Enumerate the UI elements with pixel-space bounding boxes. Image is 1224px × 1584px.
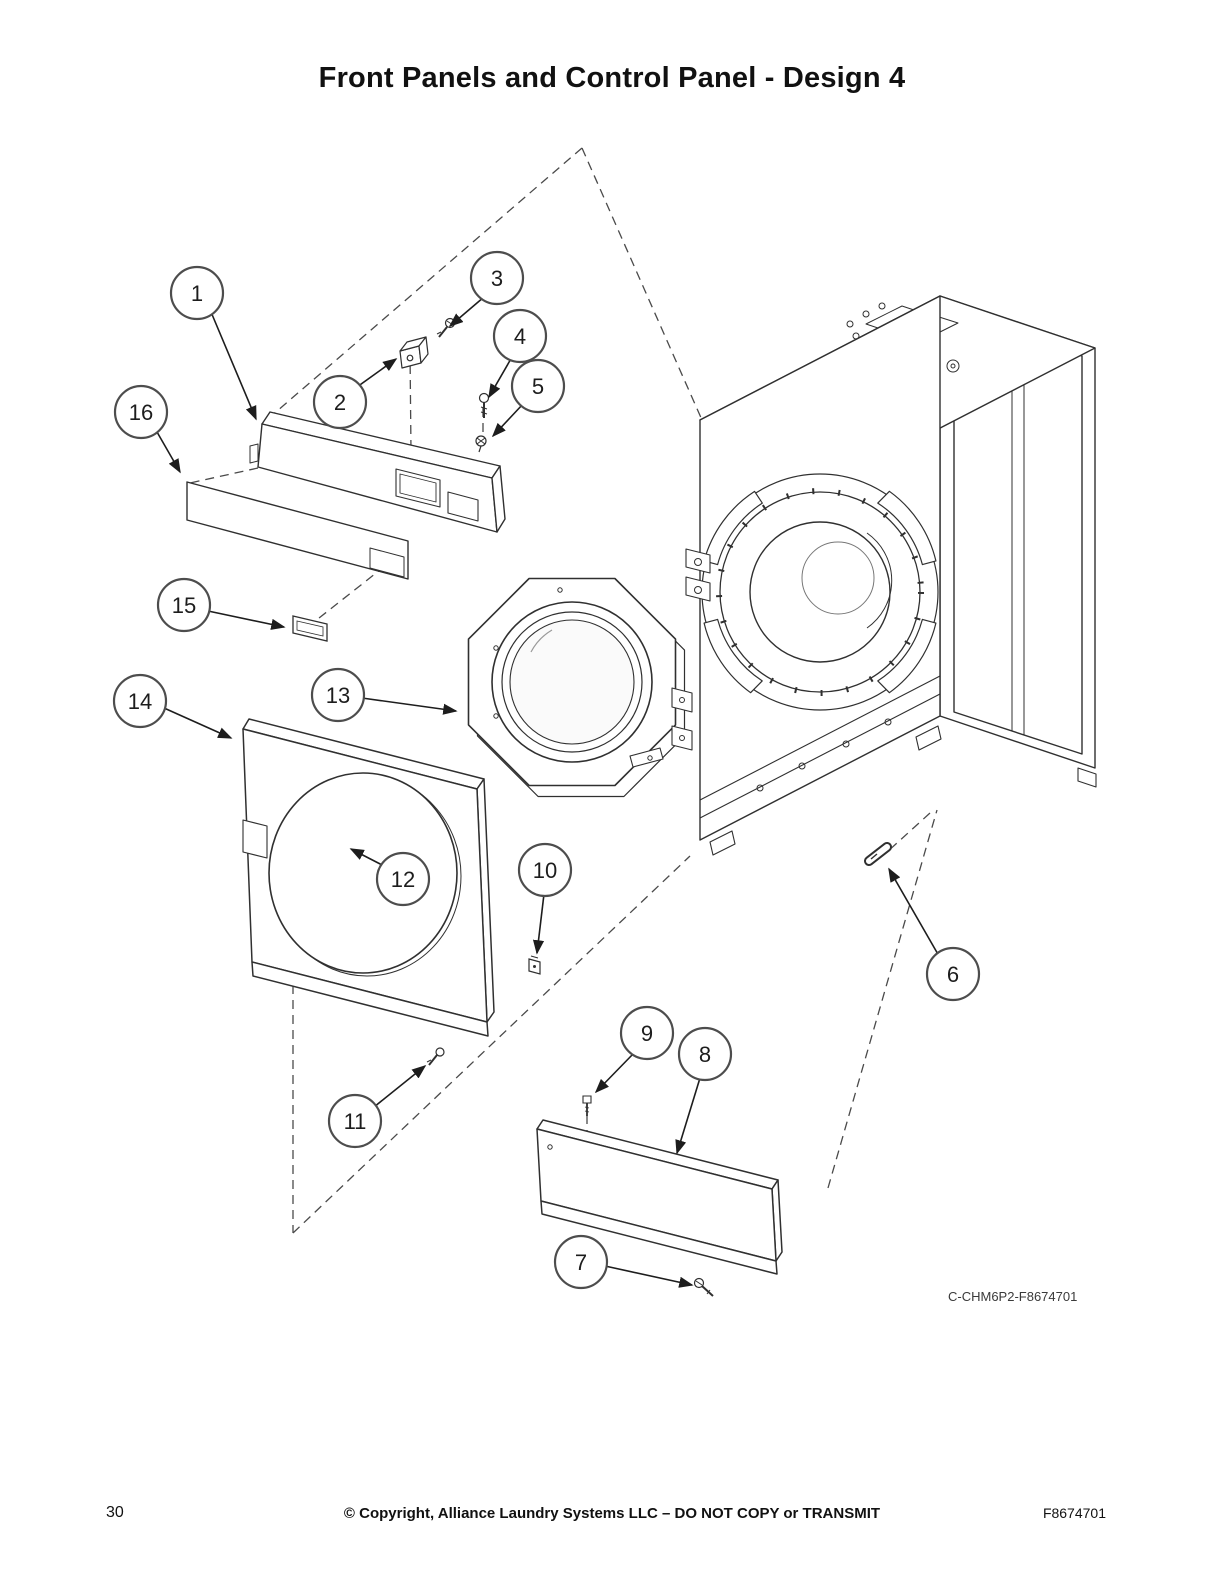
svg-text:10: 10: [533, 858, 557, 883]
callout-5: 5: [510, 358, 566, 414]
svg-text:9: 9: [641, 1021, 653, 1046]
screw-7: [693, 1277, 714, 1297]
diagram-code: C-CHM6P2-F8674701: [948, 1289, 1077, 1304]
control-overlay-part: [186, 481, 409, 580]
svg-text:2: 2: [334, 390, 346, 415]
svg-text:4: 4: [514, 324, 526, 349]
svg-text:1: 1: [191, 281, 203, 306]
callout-7: 7: [553, 1234, 609, 1290]
callout-2: 2: [312, 374, 368, 430]
svg-text:7: 7: [575, 1250, 587, 1275]
lower-panel-part: [536, 1119, 783, 1275]
page-title: Front Panels and Control Panel - Design …: [318, 62, 906, 94]
svg-text:3: 3: [491, 266, 503, 291]
washer-cabinet: [685, 295, 1097, 856]
callout-12: 12: [375, 851, 431, 907]
svg-text:11: 11: [344, 1109, 367, 1134]
control-panel-part: [249, 411, 506, 533]
page-footer: 30 © Copyright, Alliance Laundry Systems…: [0, 1502, 1224, 1532]
svg-text:15: 15: [172, 593, 196, 618]
nameplate-part: [292, 615, 328, 642]
callout-leader-lines: [156, 296, 940, 1288]
svg-text:12: 12: [391, 867, 415, 892]
callout-16: 16: [113, 384, 169, 440]
retainer-clip-5: [475, 435, 487, 453]
svg-text:8: 8: [699, 1042, 711, 1067]
svg-text:5: 5: [532, 374, 544, 399]
callout-1: 1: [169, 265, 225, 321]
callout-balloons: 1 2 3 4 5 6 7: [112, 250, 981, 1290]
callout-8: 8: [677, 1026, 733, 1082]
page-number: 30: [106, 1504, 124, 1521]
bracket-part: [399, 336, 429, 369]
clip-10: [528, 955, 541, 975]
callout-15: 15: [156, 577, 212, 633]
callout-11: 11: [327, 1093, 383, 1149]
screw-11: [426, 1047, 445, 1066]
door-assembly-part: [467, 577, 693, 798]
screw-4: [478, 392, 490, 418]
callout-13: 13: [310, 667, 366, 723]
screw-9: [582, 1095, 592, 1116]
svg-text:13: 13: [326, 683, 350, 708]
alignment-dashed-lines: [189, 147, 938, 1234]
callout-6: 6: [925, 946, 981, 1002]
copyright-notice: © Copyright, Alliance Laundry Systems LL…: [343, 1505, 881, 1522]
svg-text:16: 16: [129, 400, 153, 425]
document-number: F8674701: [1042, 1505, 1106, 1521]
screw-3: [436, 317, 456, 338]
svg-text:6: 6: [947, 962, 959, 987]
callout-9: 9: [619, 1005, 675, 1061]
callout-3: 3: [469, 250, 525, 306]
callout-10: 10: [517, 842, 573, 898]
front-panel-part: [242, 718, 495, 1037]
callout-14: 14: [112, 673, 168, 729]
door-latch-6: [864, 842, 892, 866]
callout-4: 4: [492, 308, 548, 364]
svg-text:14: 14: [128, 689, 152, 714]
